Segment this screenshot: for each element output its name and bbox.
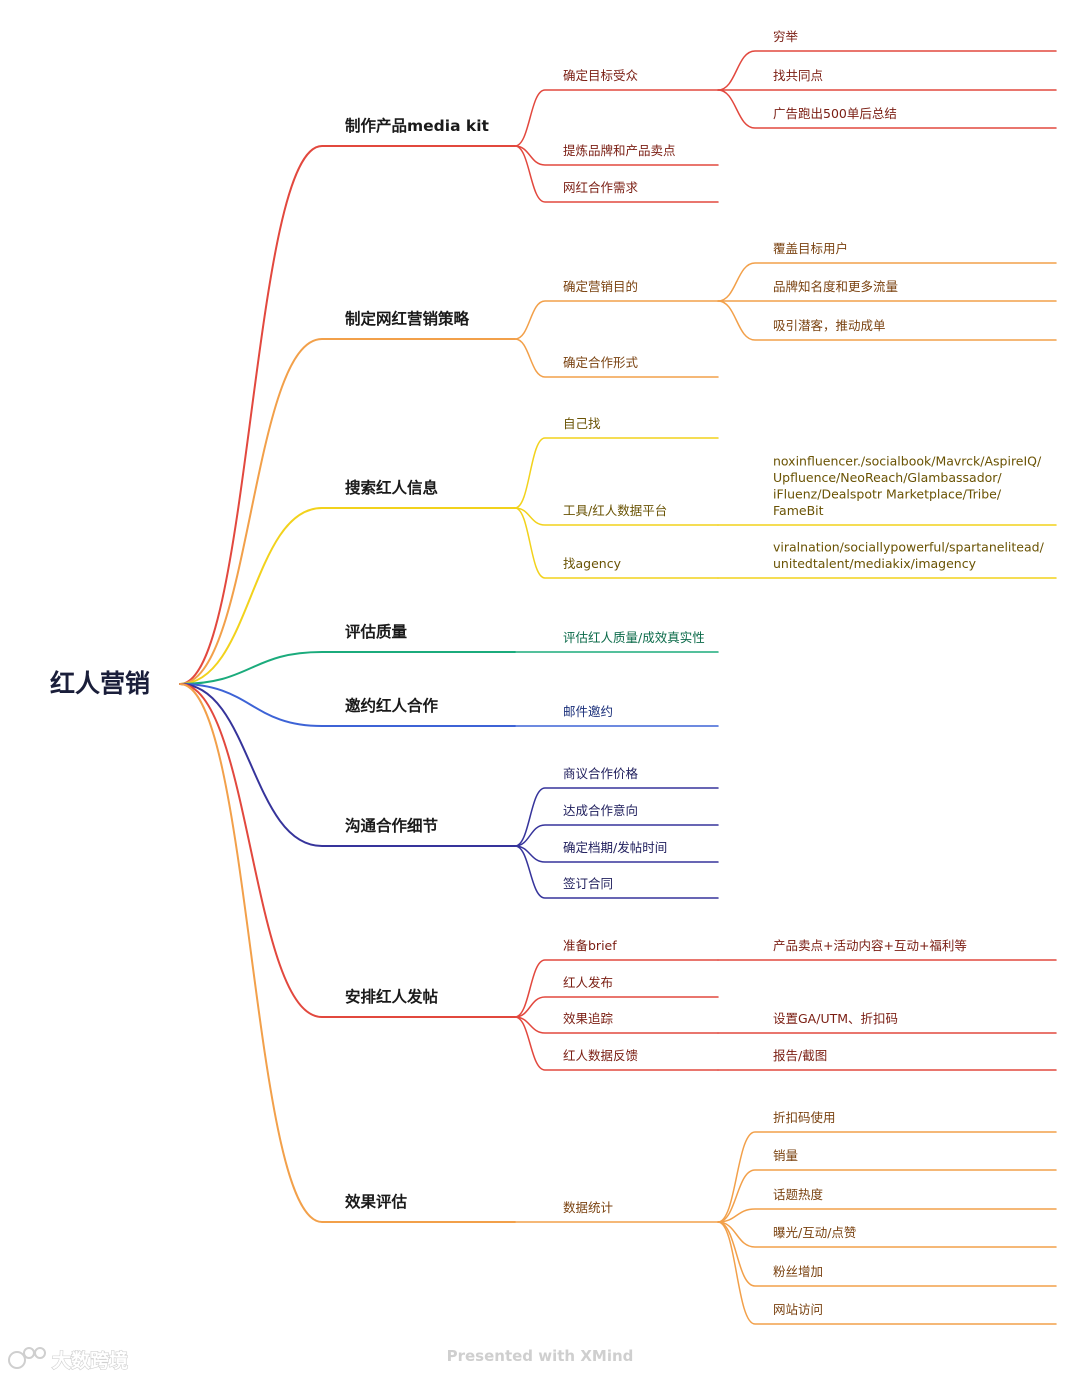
subtopic-connector bbox=[514, 338, 719, 378]
detail-topic[interactable]: 穷举 bbox=[773, 29, 799, 44]
detail-topic[interactable]: iFluenz/Dealspotr Marketplace/Tribe/ bbox=[773, 487, 1002, 502]
branch-connector bbox=[179, 683, 516, 1018]
subtopic-connector bbox=[514, 145, 719, 166]
detail-connector bbox=[717, 50, 1057, 91]
branch-connector bbox=[179, 338, 516, 685]
subtopic-connector bbox=[514, 845, 719, 899]
subtopic[interactable]: 确定营销目的 bbox=[563, 279, 638, 294]
detail-topic[interactable]: 曝光/互动/点赞 bbox=[773, 1225, 856, 1240]
branch-topic[interactable]: 效果评估 bbox=[345, 1192, 408, 1211]
subtopic[interactable]: 商议合作价格 bbox=[563, 766, 639, 781]
subtopic-connector bbox=[514, 507, 719, 526]
detail-topic[interactable]: 品牌知名度和更多流量 bbox=[773, 279, 898, 294]
branch-topic[interactable]: 搜索红人信息 bbox=[345, 478, 439, 497]
branch-connector bbox=[179, 683, 516, 847]
branch-topic[interactable]: 安排红人发帖 bbox=[345, 987, 439, 1006]
subtopic[interactable]: 准备brief bbox=[563, 938, 617, 953]
detail-topic[interactable]: 广告跑出500单后总结 bbox=[773, 106, 897, 121]
detail-topic[interactable]: 折扣码使用 bbox=[773, 1110, 836, 1125]
subtopic[interactable]: 签订合同 bbox=[563, 876, 613, 891]
detail-connector bbox=[717, 1169, 1057, 1223]
subtopic[interactable]: 评估红人质量/成效真实性 bbox=[563, 630, 705, 645]
subtopic[interactable]: 确定档期/发帖时间 bbox=[563, 840, 667, 855]
subtopic-connector bbox=[514, 300, 719, 340]
subtopic[interactable]: 网红合作需求 bbox=[563, 180, 639, 195]
detail-topic[interactable]: 设置GA/UTM、折扣码 bbox=[773, 1011, 898, 1026]
detail-topic[interactable]: Upfluence/NeoReach/Glambassador/ bbox=[773, 470, 1002, 485]
subtopic-connector bbox=[514, 1016, 719, 1034]
subtopic[interactable]: 找agency bbox=[563, 556, 622, 571]
subtopic-connector bbox=[514, 959, 719, 1018]
detail-topic[interactable]: unitedtalent/mediakix/imagency bbox=[773, 556, 977, 571]
subtopic[interactable]: 自己找 bbox=[563, 416, 601, 431]
subtopic[interactable]: 工具/红人数据平台 bbox=[563, 503, 667, 518]
branch-topic[interactable]: 评估质量 bbox=[345, 622, 408, 641]
detail-topic[interactable]: noxinfluencer./socialbook/Mavrck/AspireI… bbox=[773, 454, 1042, 469]
detail-topic[interactable]: 报告/截图 bbox=[773, 1048, 827, 1063]
footer-brand-name: 大数跨境 bbox=[52, 1349, 128, 1372]
detail-topic[interactable]: 吸引潜客，推动成单 bbox=[773, 318, 886, 333]
branch-connector bbox=[179, 683, 516, 1223]
label-layer: 制作产品media kit 确定目标受众 穷举找共同点广告跑出500单后总结提炼品牌… bbox=[345, 29, 1045, 1317]
subtopic-connector bbox=[514, 507, 719, 579]
detail-connector bbox=[717, 89, 1057, 129]
subtopic-connector bbox=[514, 824, 719, 847]
branch-connector bbox=[179, 651, 516, 685]
subtopic-connector bbox=[514, 845, 719, 863]
footer-credit: Presented with XMind bbox=[447, 1347, 634, 1365]
subtopic-connector bbox=[514, 787, 719, 847]
subtopic[interactable]: 达成合作意向 bbox=[563, 803, 638, 818]
branch-topic[interactable]: 制定网红营销策略 bbox=[345, 309, 470, 328]
subtopic[interactable]: 红人发布 bbox=[563, 975, 613, 990]
detail-topic[interactable]: 话题热度 bbox=[773, 1187, 824, 1202]
root-topic[interactable]: 红人营销 bbox=[50, 669, 150, 698]
subtopic-connector bbox=[514, 89, 719, 147]
detail-topic[interactable]: FameBit bbox=[773, 503, 824, 518]
subtopic[interactable]: 数据统计 bbox=[563, 1200, 613, 1215]
subtopic[interactable]: 效果追踪 bbox=[563, 1011, 614, 1026]
detail-topic[interactable]: 找共同点 bbox=[773, 68, 823, 83]
detail-topic[interactable]: 销量 bbox=[773, 1148, 798, 1163]
subtopic[interactable]: 红人数据反馈 bbox=[563, 1048, 638, 1063]
subtopic[interactable]: 提炼品牌和产品卖点 bbox=[563, 143, 676, 158]
detail-connector bbox=[717, 1221, 1057, 1325]
branch-connector bbox=[179, 507, 516, 685]
detail-topic[interactable]: 网站访问 bbox=[773, 1302, 823, 1317]
detail-connector bbox=[717, 262, 1057, 302]
connector-layer bbox=[179, 50, 1057, 1325]
detail-topic[interactable]: viralnation/sociallypowerful/spartanelit… bbox=[773, 540, 1045, 555]
detail-topic[interactable]: 产品卖点+活动内容+互动+福利等 bbox=[773, 938, 967, 953]
detail-connector bbox=[717, 300, 1057, 341]
subtopic-connector bbox=[514, 437, 719, 509]
branch-topic[interactable]: 邀约红人合作 bbox=[345, 696, 439, 715]
branch-topic[interactable]: 沟通合作细节 bbox=[345, 816, 438, 835]
detail-connector bbox=[717, 1221, 1057, 1287]
branch-connector bbox=[179, 145, 516, 685]
branch-topic[interactable]: 制作产品media kit bbox=[345, 116, 490, 135]
subtopic[interactable]: 确定合作形式 bbox=[563, 355, 639, 370]
detail-topic[interactable]: 覆盖目标用户 bbox=[773, 241, 848, 256]
detail-connector bbox=[717, 1221, 1057, 1248]
subtopic[interactable]: 确定目标受众 bbox=[563, 68, 638, 83]
subtopic-connector bbox=[514, 1016, 719, 1071]
subtopic-connector bbox=[514, 145, 719, 203]
brand-logo-icon bbox=[8, 1347, 46, 1369]
branch-connector bbox=[179, 683, 516, 727]
detail-connector bbox=[717, 1131, 1057, 1223]
detail-connector bbox=[717, 1208, 1057, 1223]
footer-brand: 大数跨境 bbox=[8, 1347, 129, 1373]
subtopic-connector bbox=[514, 996, 719, 1018]
detail-topic[interactable]: 粉丝增加 bbox=[773, 1264, 823, 1279]
subtopic[interactable]: 邮件邀约 bbox=[563, 704, 613, 719]
